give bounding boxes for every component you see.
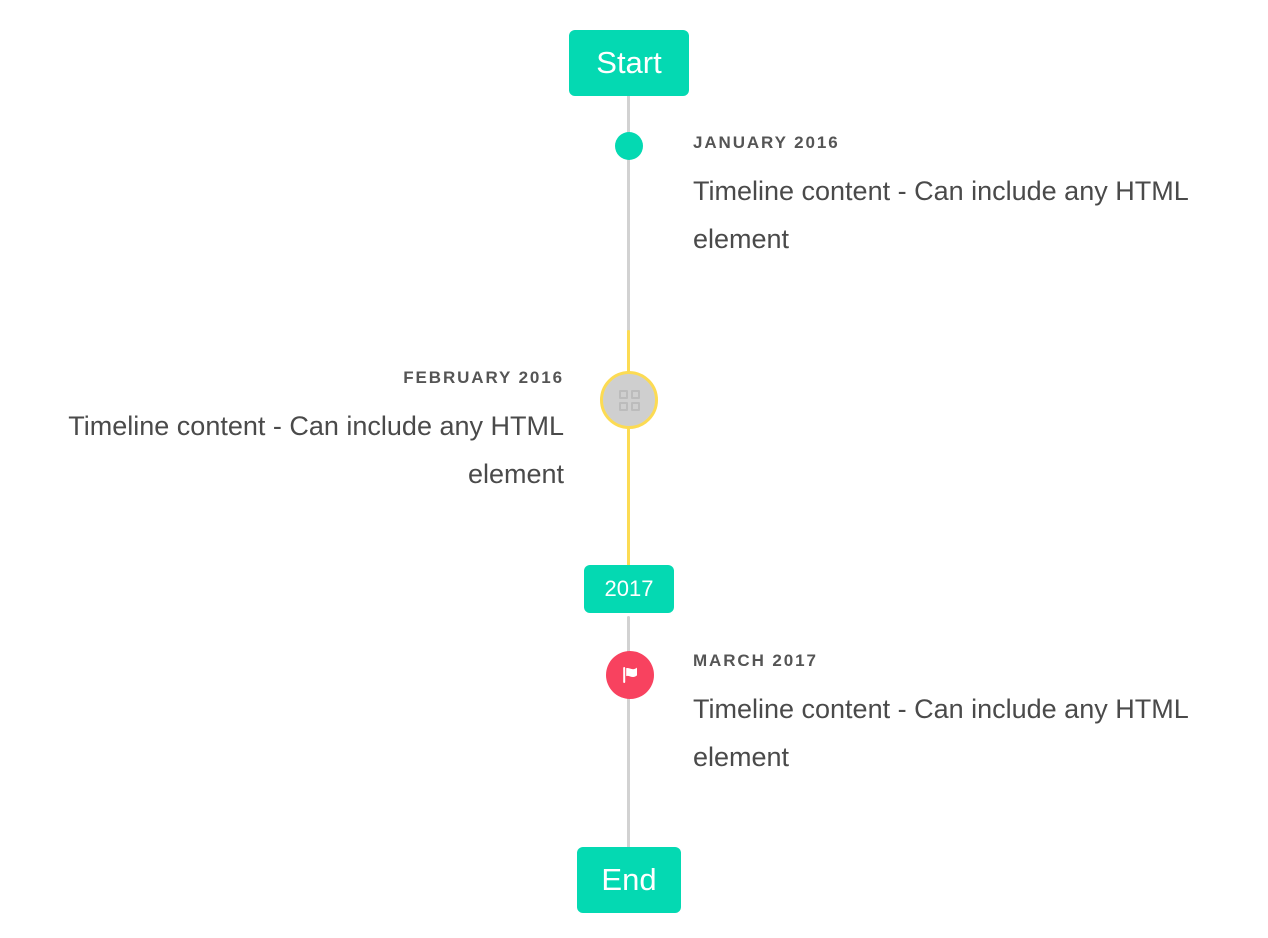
timeline-marker-ring-february[interactable] [600,371,658,429]
timeline-entry-march: March 2017 Timeline content - Can includ… [693,651,1233,781]
timeline-line-upper [627,92,630,332]
timeline-entry-date: March 2017 [693,651,818,670]
timeline-start-label: Start [596,45,662,80]
timeline-line-lower [627,616,630,852]
timeline-year-label: 2017 [604,576,654,601]
timeline-entry-february: February 2016 Timeline content - Can inc… [24,368,564,498]
timeline-entry-body: Timeline content - Can include any HTML … [68,411,564,490]
timeline-end-label: End [601,862,657,897]
missing-glyph-icon [618,389,640,411]
timeline-entry-body: Timeline content - Can include any HTML … [693,694,1188,773]
timeline-start-badge[interactable]: Start [569,30,689,96]
timeline-entry-body: Timeline content - Can include any HTML … [693,176,1188,255]
timeline-marker-flag-march[interactable] [606,651,654,699]
timeline-end-badge[interactable]: End [577,847,681,913]
timeline-marker-dot-january[interactable] [615,132,643,160]
timeline-entry-january: January 2016 Timeline content - Can incl… [693,133,1233,263]
flag-icon [618,663,642,687]
timeline-year-badge[interactable]: 2017 [584,565,674,613]
timeline-line-highlighted [627,330,630,568]
timeline-entry-date: January 2016 [693,133,840,152]
timeline-entry-date: February 2016 [403,368,564,387]
